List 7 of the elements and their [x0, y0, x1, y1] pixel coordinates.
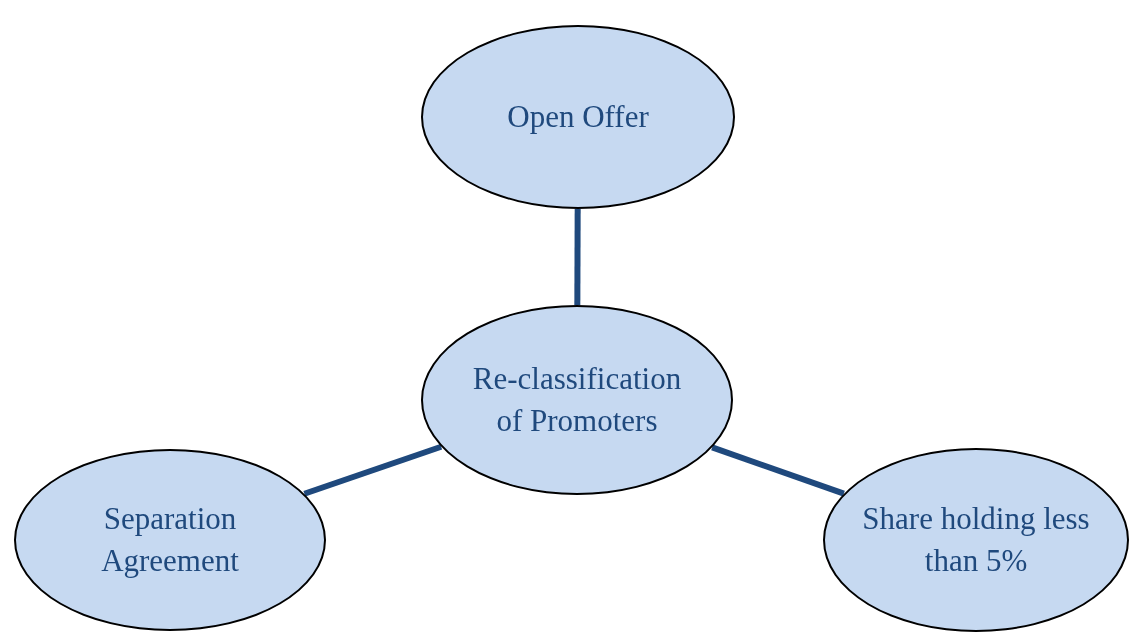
node-label: Open Offer — [507, 98, 649, 136]
node-label: Share holding less than 5% — [861, 500, 1091, 580]
node-label: Re-classification of Promoters — [471, 360, 683, 440]
node-label: Separation Agreement — [100, 500, 240, 580]
connector-line — [303, 443, 443, 497]
connector-line — [711, 444, 845, 497]
connector-line — [574, 209, 581, 305]
